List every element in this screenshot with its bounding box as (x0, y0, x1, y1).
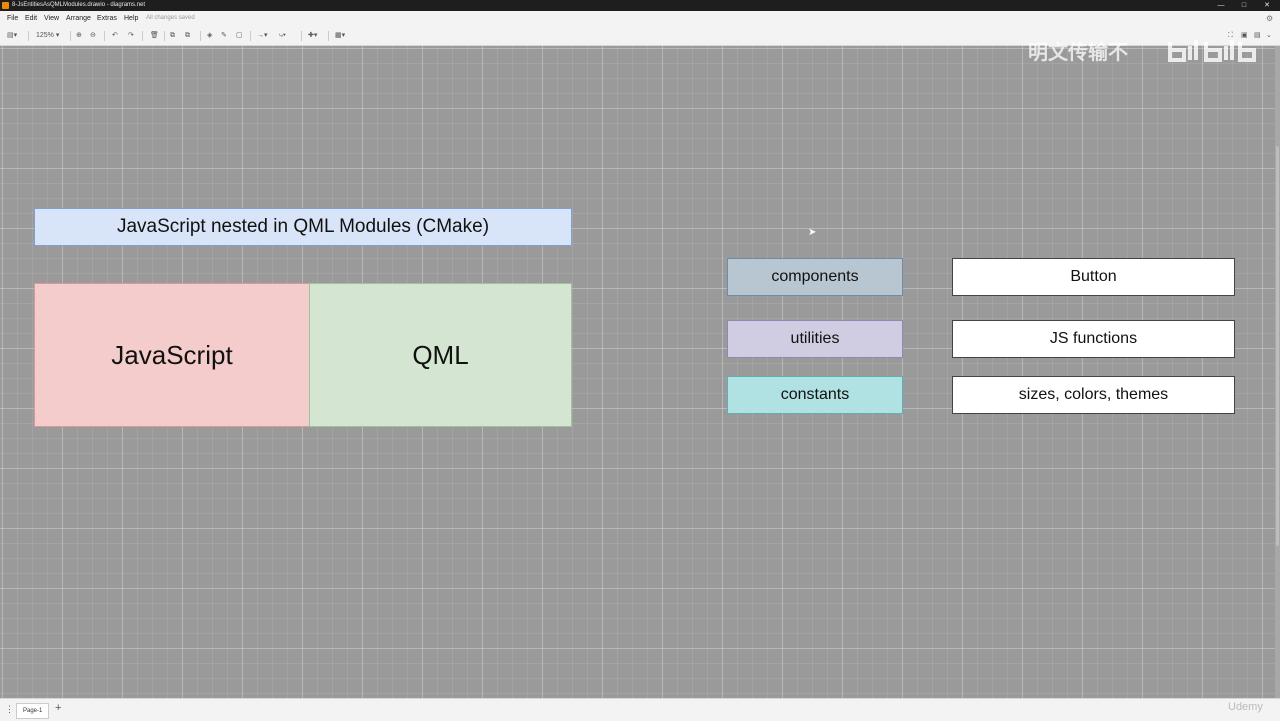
row-value-text: Button (1070, 268, 1117, 285)
save-status: All changes saved (146, 15, 195, 21)
menu-help[interactable]: Help (124, 15, 139, 22)
format-panel-icon[interactable]: ▤▾ (7, 32, 18, 39)
statusbar: ⋮ Page-1 + Udemy (0, 698, 1280, 721)
table-icon[interactable]: ▦▾ (335, 32, 346, 39)
outline-icon[interactable]: ▤ (1254, 32, 1261, 39)
delete-icon[interactable]: 🗑 (150, 32, 159, 39)
menubar: File Edit View Arrange Extras Help All c… (0, 11, 1280, 27)
window-title: 8-JsEntitiesAsQMLModules.drawio - diagra… (12, 2, 146, 8)
zoom-out-icon[interactable]: ⊖ (90, 32, 96, 39)
drawio-app-icon (2, 2, 9, 9)
settings-gear-icon[interactable]: ⚙ (1266, 14, 1274, 23)
vertical-scrollbar[interactable] (1275, 46, 1280, 698)
maximize-button[interactable]: □ (1241, 2, 1247, 9)
zoom-select[interactable]: 125% ▾ (36, 32, 60, 39)
row-value-text: JS functions (1049, 330, 1138, 347)
row-label-text: components (771, 268, 859, 285)
row-value-text: sizes, colors, themes (1018, 386, 1169, 403)
shadow-icon[interactable]: ▢ (236, 32, 243, 39)
menu-file[interactable]: File (7, 15, 19, 22)
menu-edit[interactable]: Edit (25, 15, 38, 22)
page-menu-icon[interactable]: ⋮ (5, 704, 14, 714)
close-button[interactable]: ✕ (1264, 2, 1270, 9)
toolbar: ▤▾ 125% ▾ ⊕ ⊖ ↶ ↷ 🗑 ⧉ ⧉ ◈ ✎ ▢ →▾ ⤷▾ ✚▾ ▦… (0, 27, 1280, 46)
window-titlebar: 8-JsEntitiesAsQMLModules.drawio - diagra… (0, 0, 1280, 11)
row-label-text: constants (780, 386, 850, 403)
qml-block-text: QML (412, 339, 469, 370)
diagram-header-text: JavaScript nested in QML Modules (CMake) (116, 216, 490, 237)
line-color-icon[interactable]: ✎ (221, 32, 227, 39)
row-label-components[interactable]: components (727, 258, 903, 296)
diagram-header[interactable]: JavaScript nested in QML Modules (CMake) (34, 208, 572, 246)
mouse-cursor-icon: ➤ (808, 227, 817, 238)
javascript-block-text: JavaScript (111, 339, 233, 370)
row-value-button[interactable]: Button (952, 258, 1235, 296)
to-front-icon[interactable]: ⧉ (170, 32, 175, 39)
watermark-text: 明文传输不 (1028, 42, 1128, 64)
menu-arrange[interactable]: Arrange (66, 15, 91, 22)
zoom-in-icon[interactable]: ⊕ (76, 32, 82, 39)
menu-view[interactable]: View (44, 15, 60, 22)
javascript-block[interactable]: JavaScript (34, 283, 310, 427)
qml-block[interactable]: QML (309, 283, 572, 427)
zoom-value: 125% (36, 32, 54, 39)
page-tab[interactable]: Page-1 (16, 703, 50, 719)
fill-color-icon[interactable]: ◈ (207, 32, 213, 39)
row-value-js-functions[interactable]: JS functions (952, 320, 1235, 358)
redo-icon[interactable]: ↷ (128, 32, 134, 39)
menu-extras[interactable]: Extras (97, 15, 117, 22)
row-label-constants[interactable]: constants (727, 376, 903, 414)
collapse-icon[interactable]: ⌄ (1266, 32, 1272, 39)
fullscreen-icon[interactable]: ⛶ (1228, 32, 1233, 39)
minimize-button[interactable]: — (1217, 2, 1225, 9)
scrollbar-thumb[interactable] (1276, 146, 1279, 546)
connection-icon[interactable]: →▾ (257, 32, 268, 39)
insert-icon[interactable]: ✚▾ (308, 32, 318, 39)
row-label-utilities[interactable]: utilities (727, 320, 903, 358)
waypoints-icon[interactable]: ⤷▾ (279, 32, 286, 39)
diagram-canvas[interactable]: JavaScript nested in QML Modules (CMake)… (0, 46, 1280, 698)
bilibili-logo-icon (1166, 38, 1258, 64)
row-label-text: utilities (790, 330, 840, 347)
to-back-icon[interactable]: ⧉ (185, 32, 190, 39)
add-page-button[interactable]: + (55, 702, 62, 714)
undo-icon[interactable]: ↶ (112, 32, 118, 39)
row-value-sizes-colors-themes[interactable]: sizes, colors, themes (952, 376, 1235, 414)
udemy-watermark: Udemy (1228, 701, 1263, 713)
format-toggle-icon[interactable]: ▣ (1241, 32, 1248, 39)
